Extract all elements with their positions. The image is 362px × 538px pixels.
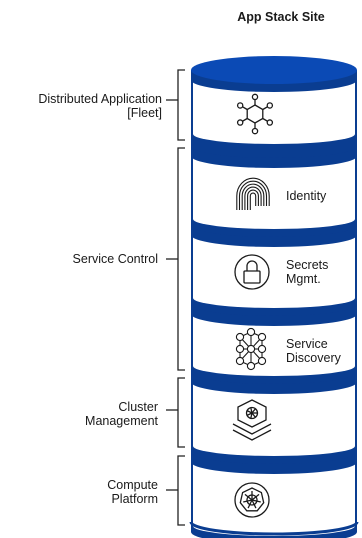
bracket-service-control [177, 147, 185, 371]
label-line: [Fleet] [127, 106, 162, 120]
layer-band [191, 304, 357, 326]
label-line: Platform [111, 492, 158, 506]
stack-layer [191, 56, 357, 144]
label-line: Secrets [286, 258, 329, 272]
layer-band [191, 452, 357, 474]
bracket-distributed-application [177, 69, 185, 141]
hexagon-network-icon [236, 93, 274, 135]
label-line: Management [85, 414, 158, 428]
layer-body [193, 464, 355, 536]
label-line: Identity [286, 189, 327, 203]
lock-icon [234, 254, 270, 290]
label-line: Service Control [72, 252, 158, 266]
label-line: Service [286, 337, 328, 351]
service-mesh-icon [235, 327, 267, 371]
stack-bottom-edge [189, 521, 359, 536]
label-compute-platform: Compute Platform [0, 478, 158, 506]
label-distributed-application: Distributed Application [Fleet] [0, 92, 162, 120]
label-line: Discovery [286, 351, 341, 365]
diagram-title: App Stack Site [237, 10, 325, 24]
layer-band [191, 146, 357, 168]
label-line: Cluster [118, 400, 158, 414]
stack-layer [191, 225, 357, 308]
layer-body [193, 82, 355, 144]
kubernetes-wheel-icon [234, 482, 270, 518]
label-cluster-management: Cluster Management [0, 400, 158, 428]
label-service-control: Service Control [0, 252, 158, 266]
stack-layer [191, 304, 357, 376]
segment-label-secrets-mgmt: Secrets Mgmt. [286, 258, 328, 286]
segment-label-identity: Identity [286, 189, 326, 203]
layer-body [193, 384, 355, 456]
stack-layer [191, 452, 357, 536]
layer-band [191, 70, 357, 92]
stack-top-ellipse [191, 56, 357, 84]
label-line: Compute [107, 478, 158, 492]
layer-body [193, 237, 355, 308]
layer-body [193, 316, 355, 376]
segment-label-service-discovery: Service Discovery [286, 337, 341, 365]
bracket-compute-platform [177, 455, 185, 526]
layered-kubernetes-icon [232, 399, 272, 441]
stack-layer [191, 372, 357, 456]
layer-body [193, 158, 355, 229]
label-line: Distributed Application [38, 92, 162, 106]
layer-band [191, 225, 357, 247]
fingerprint-icon [236, 177, 270, 210]
bracket-cluster-management [177, 377, 185, 448]
stack-layer [191, 146, 357, 229]
label-line: Mgmt. [286, 272, 321, 286]
layer-band [191, 372, 357, 394]
